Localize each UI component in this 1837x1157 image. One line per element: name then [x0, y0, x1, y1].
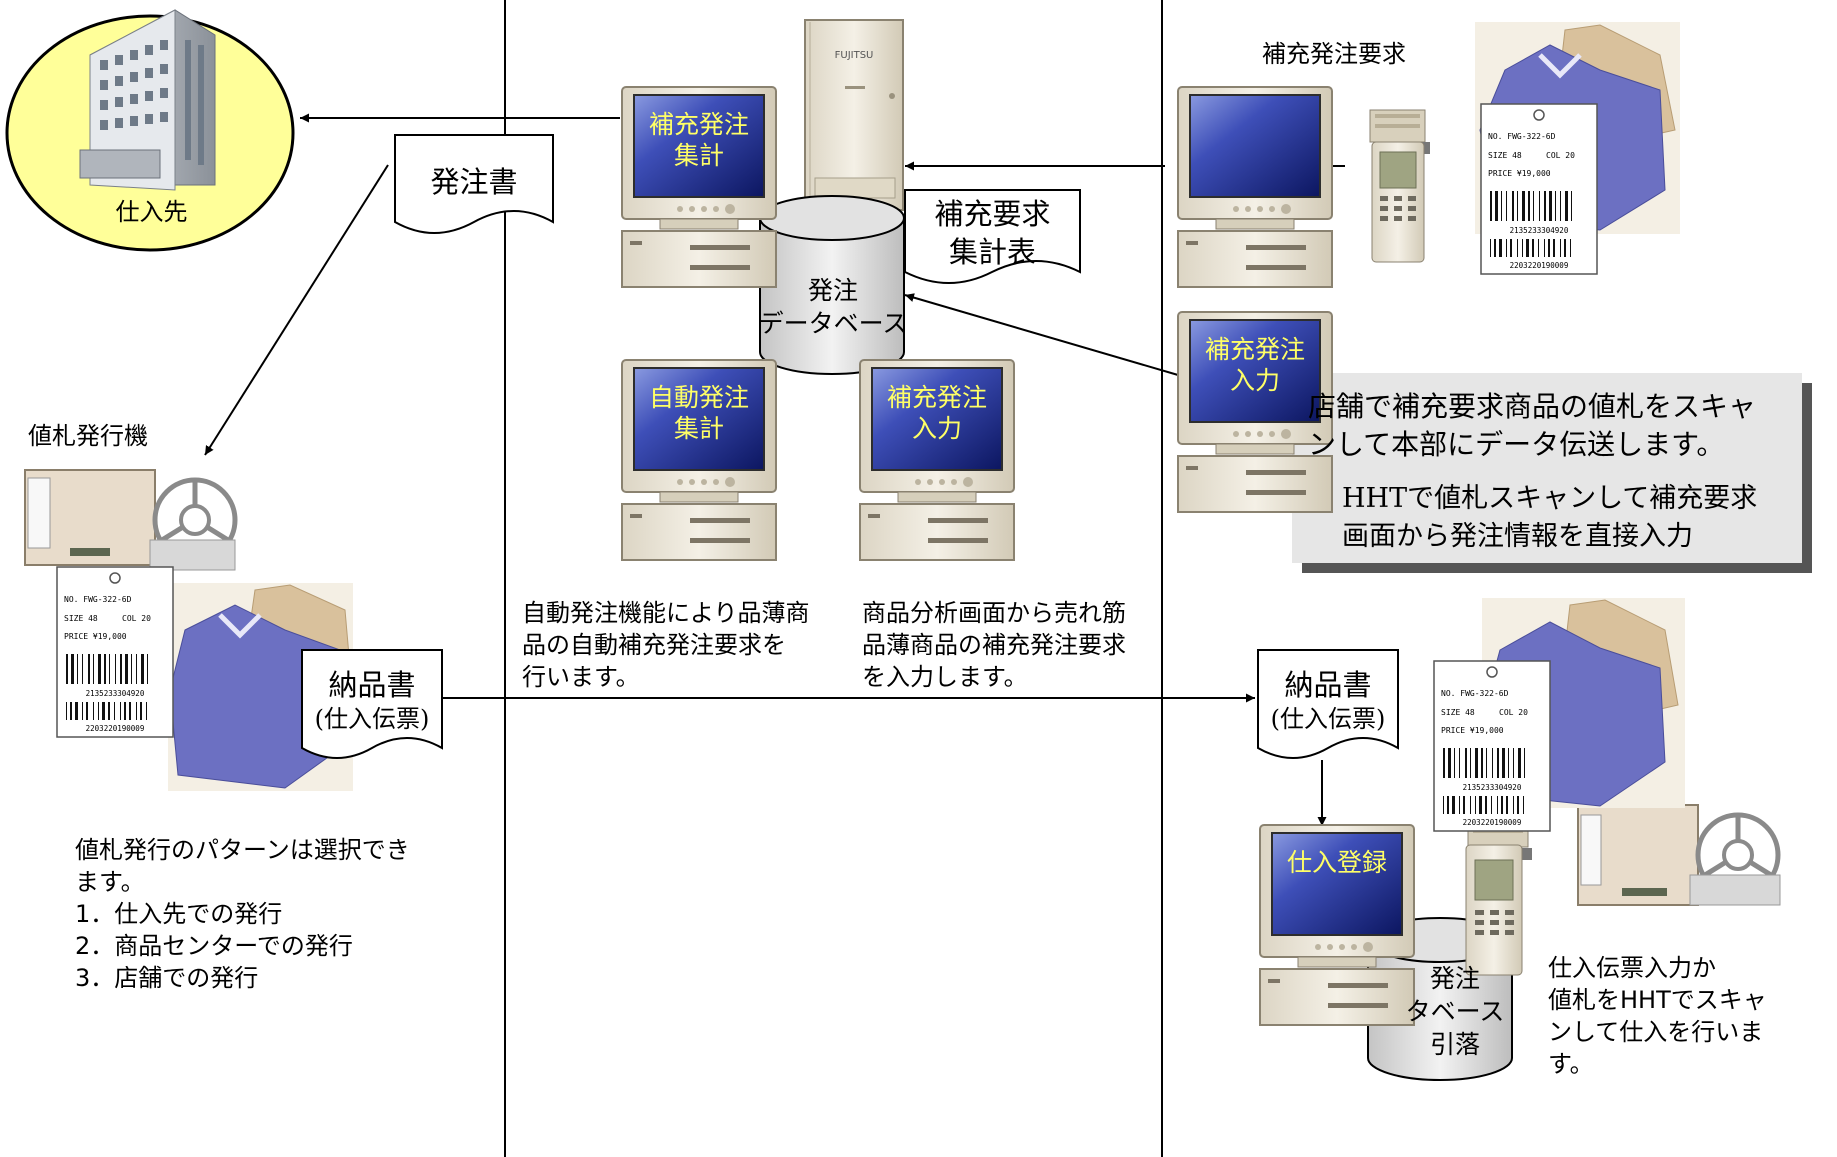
tag-size: SIZE 48 [1488, 151, 1522, 160]
callout-sub-text: HHTで値札スキャンして補充要求 画面から発注情報を直接入力 [1342, 483, 1758, 552]
deduct-database-label: 発注 タベース 引落 [1405, 964, 1505, 1059]
purchase-input-description: 仕入伝票入力か 値札をHHTでスキャ ンして仕入を行いま す。 [1548, 954, 1767, 1078]
tag-col: COL 20 [122, 614, 151, 623]
tag-col: COL 20 [1546, 151, 1575, 160]
replenish-summary-computer-screen-label: 補充発注 集計 [648, 110, 749, 170]
order-sheet-label: 発注書 [430, 165, 518, 199]
replenish-input-computer-icon [859, 359, 1015, 561]
request-summary-doc [904, 189, 1081, 284]
store-input-computer-screen-label: 補充発注 入力 [1204, 335, 1305, 395]
hht-scanner-icon-2 [1465, 814, 1532, 976]
delivery-note-left-subtitle: (仕入伝票) [314, 705, 430, 733]
building-icon [79, 9, 216, 191]
order-sheet-doc [394, 134, 554, 234]
tag-barcode-1: 2135233304920 [86, 689, 145, 698]
price-tag-2-icon: NO. FWG-322-6D SIZE 48 COL 20 PRICE ¥19,000… [56, 566, 174, 738]
delivery-note-right-title: 納品書 [1284, 668, 1372, 702]
order-database-icon [759, 195, 905, 375]
replenish-summary-computer-icon [621, 86, 777, 288]
tag-no: NO. FWG-322-6D [1441, 689, 1509, 698]
server-brand-label: FUJITSU [835, 50, 874, 61]
tag-barcode-1: 2135233304920 [1510, 226, 1569, 235]
tag-printer-icon [24, 469, 238, 571]
tag-barcode-1: 2135233304920 [1463, 783, 1522, 792]
tag-price: PRICE ¥19,000 [64, 632, 127, 641]
auto-order-computer-icon [621, 359, 777, 561]
tag-barcode-2: 2203220190009 [86, 724, 145, 733]
delivery-note-doc-left [301, 649, 443, 759]
delivery-note-right-subtitle: (仕入伝票) [1270, 705, 1386, 733]
price-tag-icon: NO. FWG-322-6D SIZE 48 COL 20 PRICE ¥19,000… [1480, 103, 1598, 275]
tag-barcode-2: 2203220190009 [1510, 261, 1569, 270]
server-tower-icon: FUJITSU [804, 19, 904, 211]
callout-main-text: 店舗で補充要求商品の値札をスキャ ンして本部にデータ伝送します。 [1308, 390, 1757, 461]
order-database-label: 発注 データベース [758, 276, 908, 338]
replenish-request-label: 補充発注要求 [1262, 40, 1406, 68]
auto-order-description: 自動発注機能により品薄商 品の自動補充発注要求を 行います。 [522, 599, 810, 691]
tag-no: NO. FWG-322-6D [64, 595, 132, 604]
supplier-label: 仕入先 [115, 198, 188, 226]
auto-order-computer-screen-label: 自動発注 集計 [648, 383, 749, 443]
purchase-register-computer-screen-label: 仕入登録 [1286, 848, 1387, 877]
tag-printer-icon-2 [1577, 804, 1781, 906]
replenish-input-computer-screen-label: 補充発注 入力 [886, 383, 987, 443]
tag-price: PRICE ¥19,000 [1441, 726, 1504, 735]
tag-no: NO. FWG-322-6D [1488, 132, 1556, 141]
arrow-store-input-to-db [904, 293, 1179, 376]
product-analysis-description: 商品分析画面から売れ筋 品薄商品の補充発注要求 を入力します。 [862, 599, 1126, 691]
store-computer-icon [1177, 86, 1333, 288]
price-tag-3-icon: NO. FWG-322-6D SIZE 48 COL 20 PRICE ¥19,000… [1433, 660, 1551, 832]
tag-pattern-description: 値札発行のパターンは選択でき ます。 1．仕入先での発行 2．商品センターでの発… [75, 836, 410, 992]
supplier-node [5, 9, 295, 252]
tag-printer-label: 値札発行機 [28, 422, 148, 450]
store-input-computer-icon [1177, 311, 1333, 513]
delivery-note-doc-right [1257, 649, 1399, 759]
hht-scanner-icon [1369, 109, 1430, 263]
tag-price: PRICE ¥19,000 [1488, 169, 1551, 178]
tag-col: COL 20 [1499, 708, 1528, 717]
tag-size: SIZE 48 [1441, 708, 1475, 717]
delivery-note-left-title: 納品書 [328, 668, 416, 702]
arrow-order-to-tag-printer [204, 164, 389, 456]
tag-size: SIZE 48 [64, 614, 98, 623]
request-summary-label: 補充要求 集計表 [934, 197, 1051, 269]
purchase-register-computer-icon [1259, 824, 1415, 1026]
tag-barcode-2: 2203220190009 [1463, 818, 1522, 827]
callout-box [1292, 373, 1802, 563]
